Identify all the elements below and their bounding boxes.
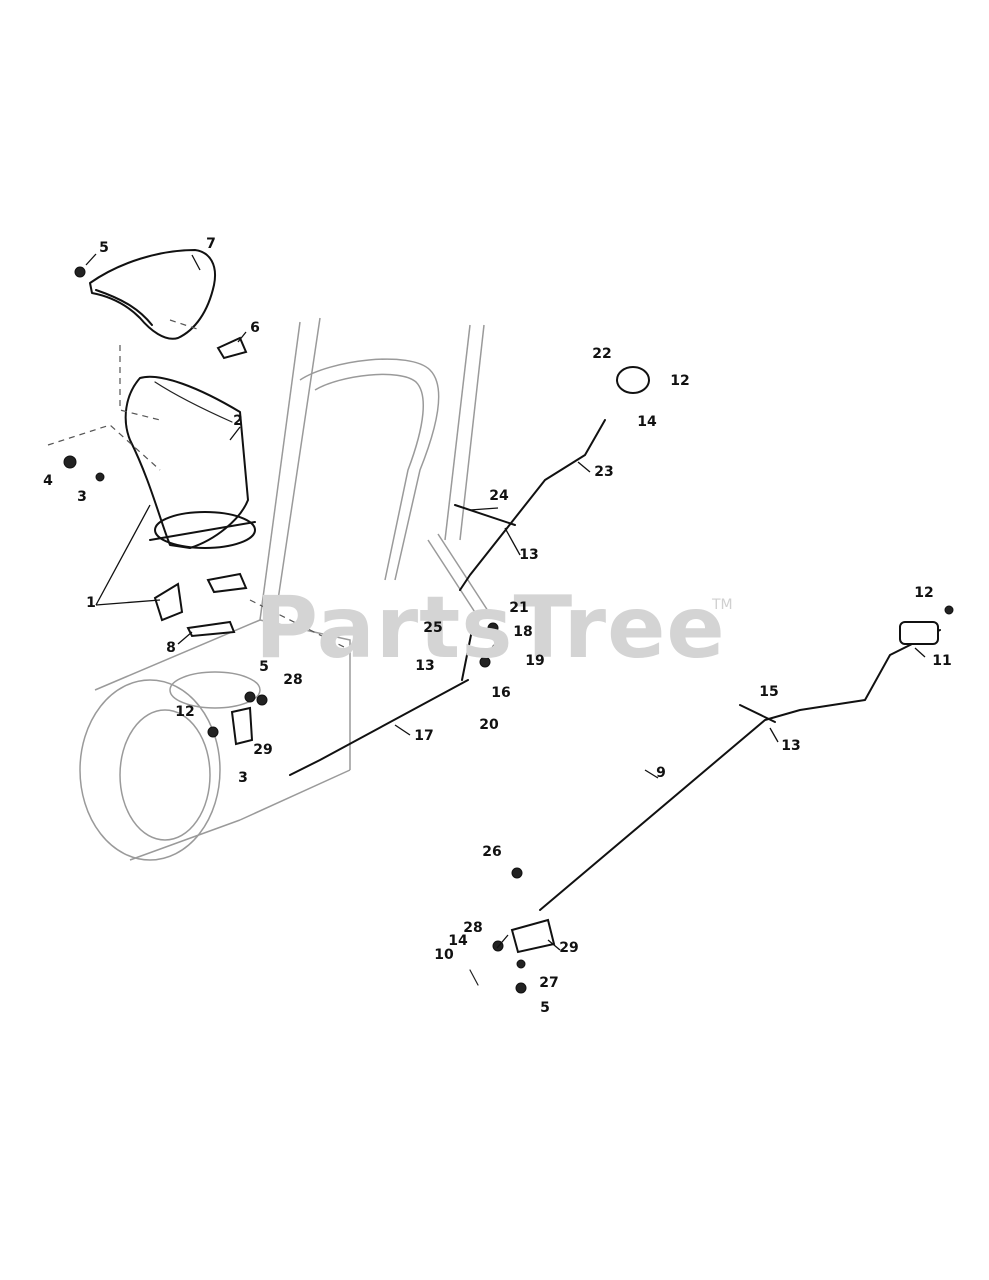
label-28b: 28 [463,920,483,936]
label-12b: 12 [175,704,195,720]
label-14a: 14 [637,414,657,430]
label-29b: 29 [559,940,579,956]
label-15: 15 [759,684,779,700]
label-20: 20 [479,717,499,733]
label-24: 24 [489,488,509,504]
label-7: 7 [206,236,216,252]
frame-outline [259,317,491,621]
discharge-chute [124,375,256,549]
label-3a: 3 [77,489,87,505]
trademark-mark: TM [712,597,733,613]
label-13a: 13 [519,547,539,563]
label-22: 22 [592,346,612,362]
chute-deflector [89,249,216,340]
label-19: 19 [525,653,545,669]
label-6: 6 [250,320,260,336]
label-5c: 5 [540,1000,550,1016]
label-13b: 13 [415,658,435,674]
label-11: 11 [932,653,952,669]
label-23: 23 [594,464,614,480]
label-27: 27 [539,975,559,991]
label-5a: 5 [99,240,109,256]
auger-housing [79,619,351,861]
label-18: 18 [513,624,533,640]
watermark: PartsTree [255,578,726,678]
label-21: 21 [509,600,529,616]
label-14b: 14 [448,933,468,949]
label-29a: 29 [253,742,273,758]
label-2: 2 [233,413,243,429]
label-16: 16 [491,685,511,701]
leader-lines [85,253,926,951]
label-26: 26 [482,844,502,860]
label-17: 17 [414,728,434,744]
hardware [63,266,954,994]
label-5b: 5 [259,659,269,675]
label-25: 25 [423,620,443,636]
label-4: 4 [43,473,53,489]
label-8: 8 [166,640,176,656]
label-28a: 28 [283,672,303,688]
control-rods [289,419,941,911]
label-13c: 13 [781,738,801,754]
label-1: 1 [86,595,96,611]
label-12a: 12 [670,373,690,389]
label-10: 10 [434,947,454,963]
label-12c: 12 [914,585,934,601]
label-3b: 3 [238,770,248,786]
assembly-lines [47,319,351,651]
label-9: 9 [656,765,666,781]
